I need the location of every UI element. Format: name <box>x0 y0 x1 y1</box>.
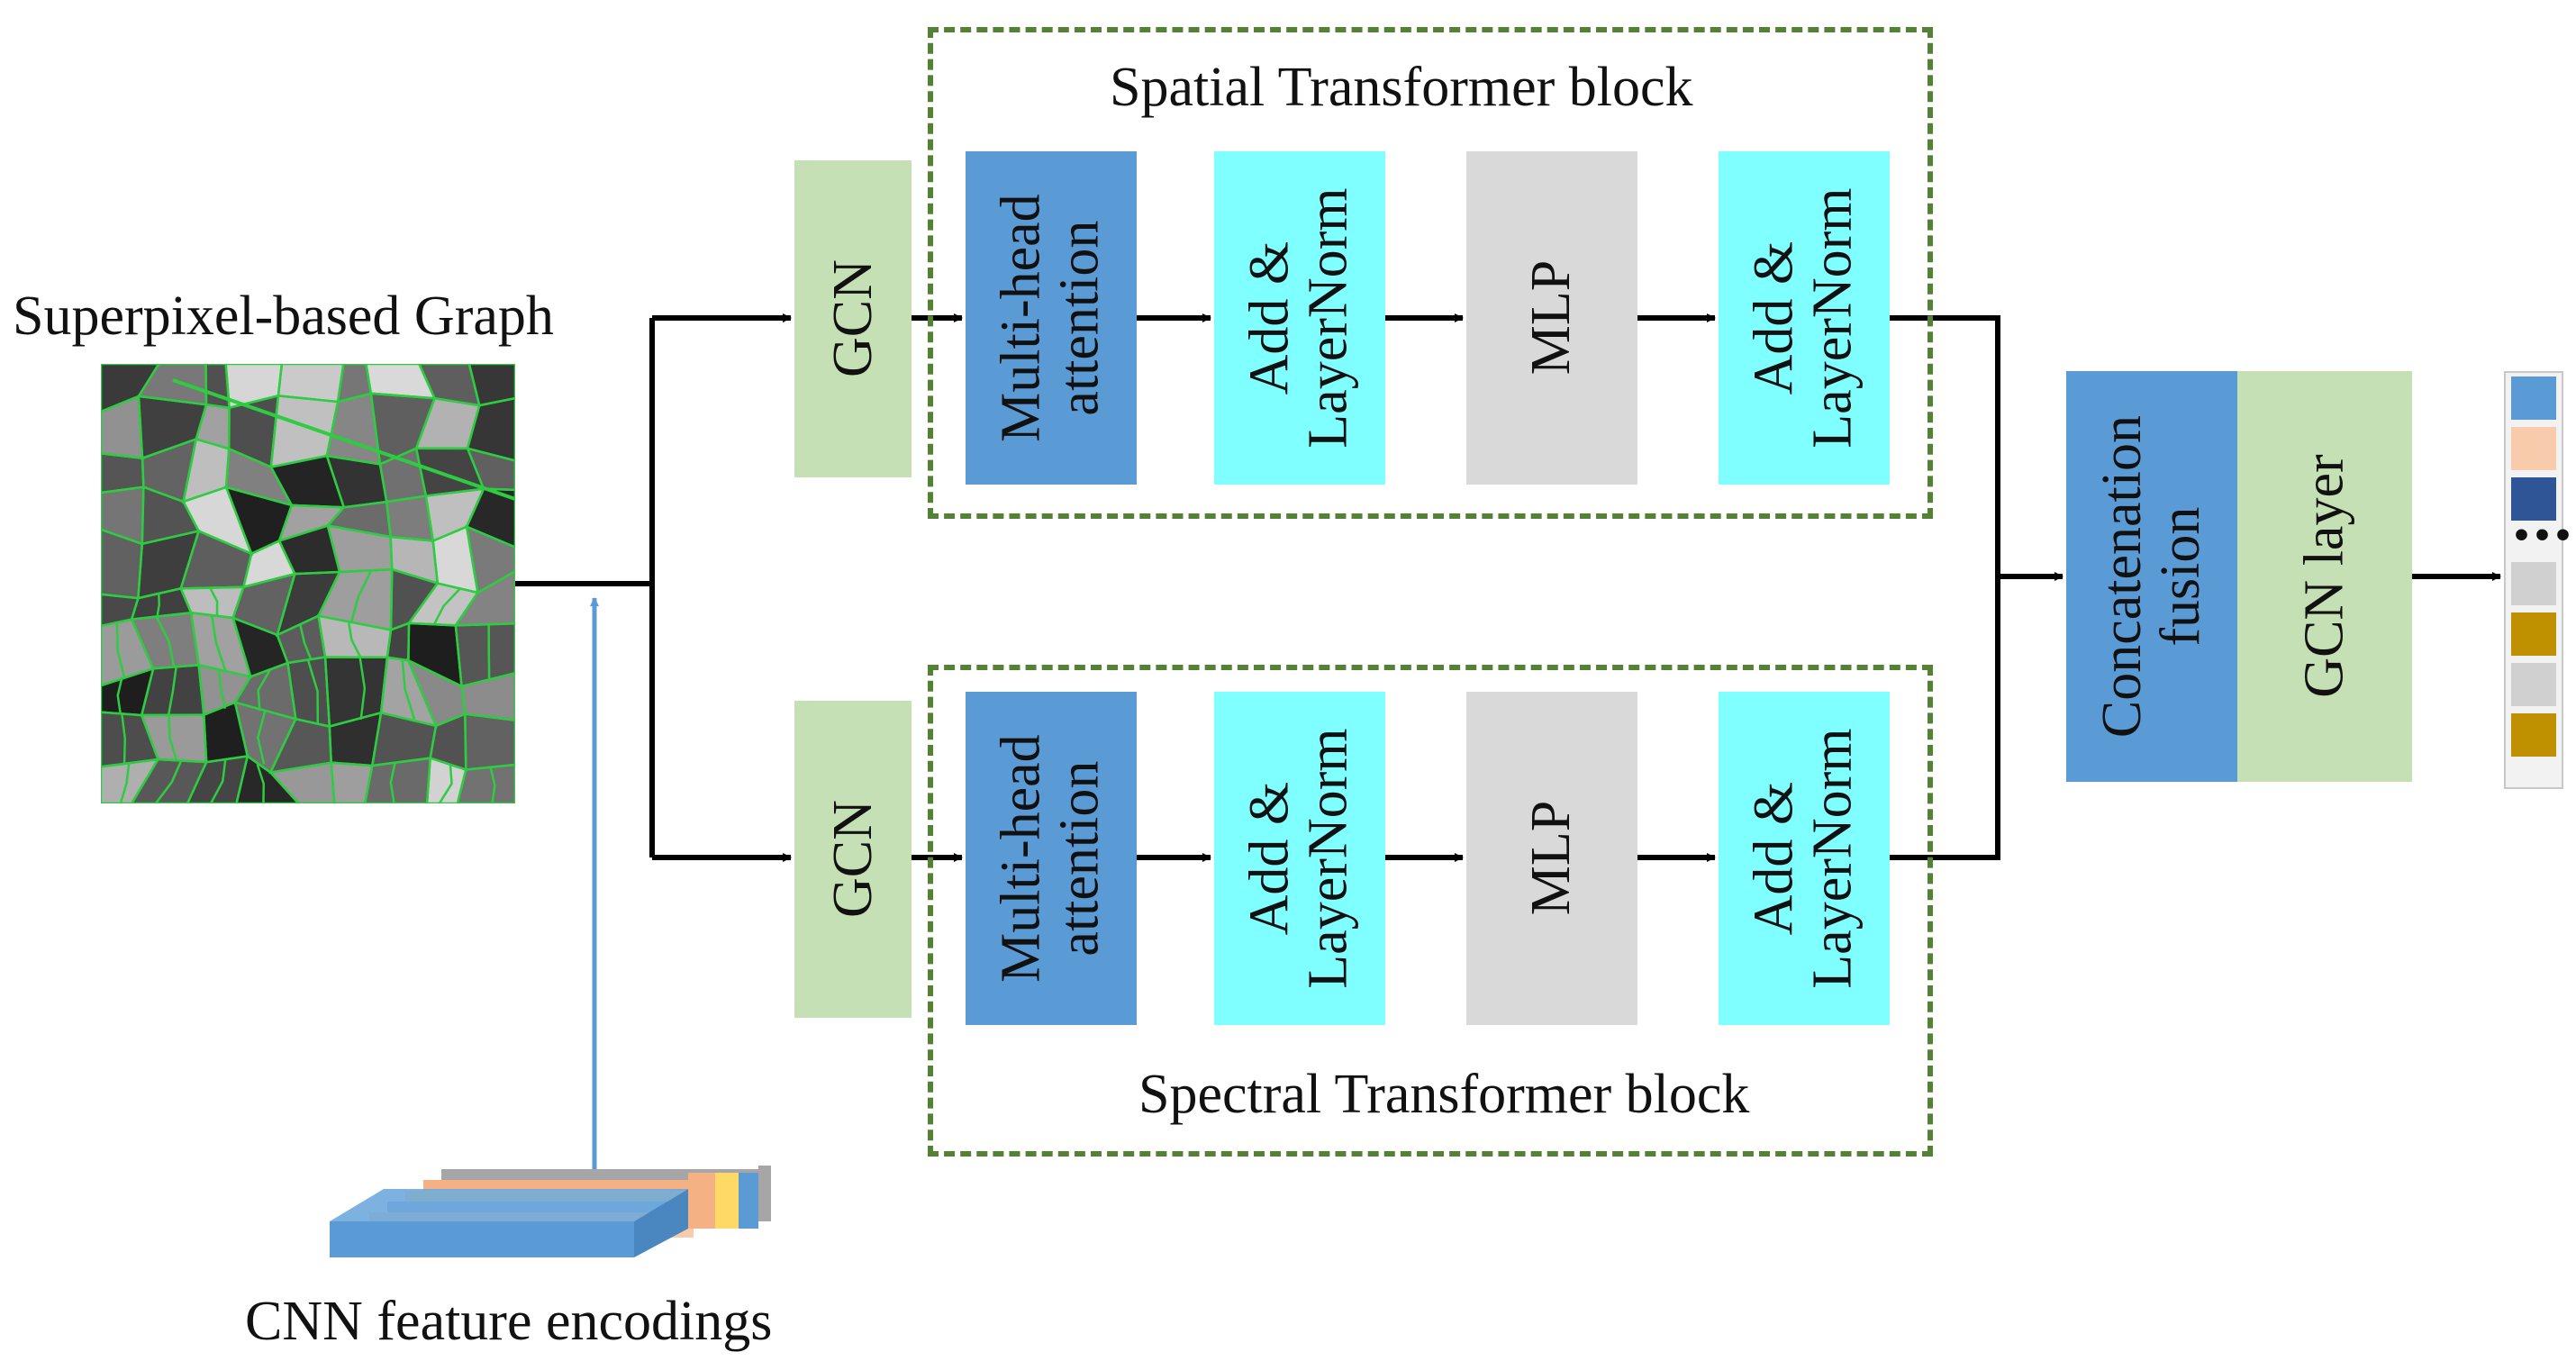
spatial-addnorm1-box: Add &LayerNorm <box>1214 151 1385 485</box>
cnn-label: CNN feature encodings <box>245 1291 773 1352</box>
spatial-attention-line2: attention <box>1049 220 1111 416</box>
spatial-mlp-box: MLP <box>1466 151 1637 485</box>
spatial-addnorm1-line2: LayerNorm <box>1298 187 1360 449</box>
spectral-gcn-box: GCN <box>794 701 912 1018</box>
gcn-layer-label: GCN layer <box>2293 454 2355 699</box>
spatial-transformer-block <box>928 27 1933 519</box>
spatial-gcn-box: GCN <box>794 160 912 477</box>
output-cell <box>2511 612 2556 656</box>
output-cell <box>2511 562 2556 605</box>
graph-label: Superpixel-based Graph <box>13 286 554 347</box>
gcn-layer-box: GCN layer <box>2237 371 2412 782</box>
cnn-feature-stack <box>330 1166 771 1257</box>
spatial-addnorm2-line1: Add & <box>1743 240 1805 395</box>
output-cell <box>2511 427 2556 470</box>
superpixel-graph-image <box>101 364 515 803</box>
concat-line1: Concatenation <box>2091 414 2153 739</box>
spatial-addnorm2-line2: LayerNorm <box>1802 187 1864 449</box>
spectral-addnorm2-box: Add &LayerNorm <box>1719 692 1890 1025</box>
spectral-addnorm1-line1: Add & <box>1238 781 1301 936</box>
spectral-addnorm1-box: Add &LayerNorm <box>1214 692 1385 1025</box>
output-vector: ••• <box>2504 371 2574 789</box>
output-cell <box>2511 377 2556 420</box>
spatial-addnorm1-line1: Add & <box>1238 240 1301 395</box>
concat-line2: fusion <box>2150 506 2212 647</box>
spectral-addnorm2-line1: Add & <box>1743 781 1805 936</box>
output-cell <box>2511 477 2556 521</box>
output-cell <box>2511 713 2556 757</box>
spatial-attention-line1: Multi-head <box>990 194 1052 442</box>
spatial-block-title: Spatial Transformer block <box>1110 57 1693 118</box>
spectral-transformer-block <box>928 665 1933 1157</box>
spatial-addnorm2-box: Add &LayerNorm <box>1719 151 1890 485</box>
spectral-block-title: Spectral Transformer block <box>1138 1064 1750 1125</box>
spatial-gcn-label: GCN <box>821 259 884 378</box>
output-cell <box>2511 663 2556 706</box>
spectral-mlp-label: MLP <box>1520 801 1583 916</box>
spectral-gcn-label: GCN <box>821 800 884 919</box>
spatial-mlp-label: MLP <box>1520 260 1583 376</box>
wire-spatial-out <box>1890 315 2000 576</box>
spectral-addnorm2-line2: LayerNorm <box>1802 728 1864 989</box>
spectral-attention-line1: Multi-head <box>990 734 1052 983</box>
wire-spectral-out <box>1890 576 2000 860</box>
output-ellipsis: ••• <box>2511 518 2574 555</box>
spectral-addnorm1-line2: LayerNorm <box>1298 728 1360 989</box>
spectral-mlp-box: MLP <box>1466 692 1637 1025</box>
spectral-attention-line2: attention <box>1049 760 1111 957</box>
